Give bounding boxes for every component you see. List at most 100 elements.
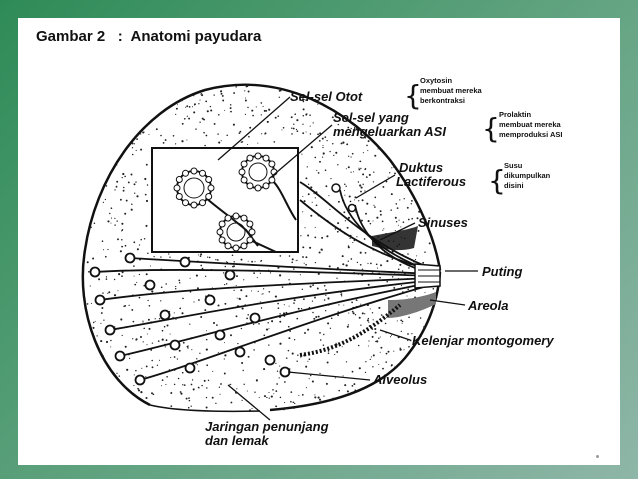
stipple-dot	[255, 379, 258, 382]
stipple-dot	[370, 262, 372, 265]
stipple-dot	[391, 167, 393, 169]
muscle-cell-bead	[218, 220, 226, 228]
stipple-dot	[268, 344, 270, 346]
stipple-dot	[413, 367, 415, 369]
stipple-dot	[136, 195, 139, 198]
stipple-dot	[347, 405, 350, 407]
stipple-dot	[110, 162, 113, 165]
stipple-dot	[334, 377, 336, 379]
stipple-dot	[126, 103, 128, 105]
stipple-dot	[137, 387, 139, 390]
stipple-dot	[172, 134, 175, 137]
stipple-dot	[217, 351, 219, 353]
stipple-dot	[101, 307, 104, 309]
stipple-dot	[220, 90, 223, 93]
stipple-dot	[312, 284, 314, 286]
stipple-dot	[275, 405, 278, 408]
stipple-dot	[375, 340, 377, 343]
stipple-dot	[244, 97, 247, 99]
stipple-dot	[342, 375, 344, 377]
stipple-dot	[407, 333, 409, 335]
stipple-dot	[84, 341, 87, 343]
stipple-dot	[302, 256, 304, 258]
stipple-dot	[371, 335, 374, 338]
note-oxytosin-2: membuat mereka	[420, 86, 483, 95]
stipple-dot	[386, 317, 388, 319]
stipple-dot	[256, 277, 258, 279]
stipple-dot	[367, 317, 370, 320]
stipple-dot	[252, 114, 254, 117]
stipple-dot	[97, 88, 100, 90]
stipple-dot	[322, 146, 324, 149]
stipple-dot	[347, 166, 350, 169]
stipple-dot	[353, 128, 356, 130]
stipple-dot	[188, 117, 191, 120]
stipple-dot	[163, 325, 166, 328]
stipple-dot	[103, 162, 105, 164]
stipple-dot	[82, 188, 84, 190]
stipple-dot	[417, 367, 420, 370]
stipple-dot	[299, 95, 302, 98]
stipple-dot	[93, 147, 96, 150]
stipple-dot	[224, 302, 227, 305]
stipple-dot	[116, 180, 119, 183]
stipple-dot	[337, 314, 339, 317]
stipple-dot	[325, 294, 327, 297]
stipple-dot	[138, 113, 141, 116]
stipple-dot	[142, 99, 145, 102]
stipple-dot	[116, 387, 119, 391]
stipple-dot	[186, 115, 188, 117]
stipple-dot	[399, 399, 402, 402]
stipple-dot	[164, 139, 167, 141]
stipple-dot	[113, 294, 117, 297]
alveolus-bulb	[234, 346, 246, 358]
stipple-dot	[373, 204, 375, 206]
stipple-dot	[113, 144, 115, 147]
areola-region	[388, 292, 436, 318]
muscle-cell-bead	[216, 228, 224, 236]
stipple-dot	[142, 341, 144, 343]
muscle-cell-bead	[246, 154, 254, 162]
stipple-dot	[395, 398, 398, 401]
stipple-dot	[278, 96, 280, 98]
stipple-dot	[316, 287, 319, 290]
stipple-dot	[294, 113, 297, 115]
stipple-dot	[140, 391, 143, 394]
stipple-dot	[90, 129, 92, 131]
muscle-cell-bead	[246, 236, 254, 244]
stipple-dot	[80, 127, 81, 128]
stipple-dot	[383, 228, 385, 230]
stipple-dot	[303, 262, 305, 264]
slide	[18, 18, 620, 465]
muscle-cell-bead	[254, 152, 262, 160]
stipple-dot	[86, 409, 89, 411]
stipple-dot	[352, 171, 355, 173]
stipple-dot	[345, 264, 347, 266]
stipple-dot	[319, 339, 322, 341]
stipple-dot	[104, 174, 106, 176]
stipple-dot	[137, 123, 139, 125]
alveolus-bulb	[179, 256, 191, 268]
stipple-dot	[128, 304, 130, 307]
stipple-dot	[82, 333, 84, 336]
stipple-dot	[146, 344, 148, 346]
stipple-dot	[414, 290, 417, 292]
stipple-dot	[344, 118, 347, 120]
stipple-dot	[370, 356, 372, 358]
stipple-dot	[206, 364, 209, 367]
stipple-dot	[380, 105, 383, 108]
stipple-dot	[207, 256, 209, 258]
stipple-dot	[337, 164, 339, 166]
stipple-dot	[309, 125, 311, 127]
stipple-dot	[145, 396, 148, 400]
stipple-dot	[81, 399, 82, 400]
stipple-dot	[393, 286, 396, 289]
stipple-dot	[406, 295, 408, 297]
note-prolaktin-1: Prolaktin	[499, 110, 532, 119]
stipple-dot	[296, 317, 299, 320]
stipple-dot	[170, 392, 173, 394]
stipple-dot	[293, 268, 295, 270]
stipple-dot	[146, 103, 149, 105]
stipple-dot	[134, 95, 137, 97]
stipple-dot	[377, 148, 379, 150]
